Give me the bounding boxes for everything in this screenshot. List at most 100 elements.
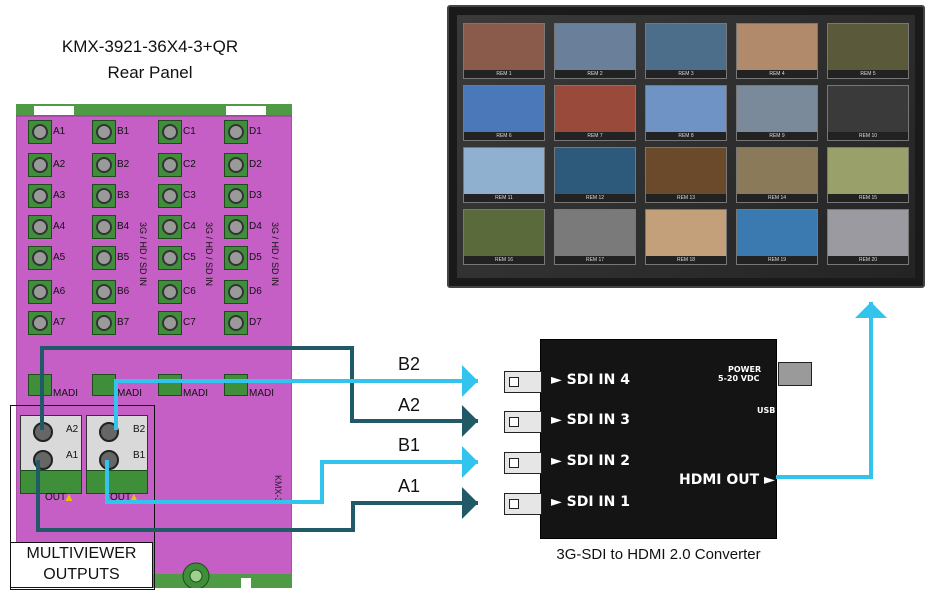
port-label: A4 [53,221,66,232]
converter-box [540,339,777,539]
cable-a1 [36,460,478,532]
cable-b1 [105,446,478,504]
bnc-jack-icon [96,157,112,173]
bnc-input-jack-icon [504,493,542,515]
bnc-pin-icon [509,377,519,387]
port-label: C4 [183,221,196,232]
monitor-tile: REM 1 [463,23,545,79]
output-b-base [86,470,148,494]
bnc-jack-icon [96,188,112,204]
bnc-input-port [158,153,182,177]
bnc-input-port [224,153,248,177]
monitor-tile-label: REM 17 [555,256,635,264]
bnc-input-port [158,311,182,335]
port-label: A7 [53,317,66,328]
monitor-tile: REM 8 [645,85,727,141]
monitor-tile: REM 7 [554,85,636,141]
bnc-input-port [92,184,116,208]
bnc-input-port [92,311,116,335]
monitor-tile-label: REM 5 [828,70,908,78]
output-b1-label: B1 [133,450,146,461]
power-voltage-label: 5-20 VDC [718,374,760,383]
monitor-tile-label: REM 20 [828,256,908,264]
multiviewer-label-box [10,542,153,588]
monitor-tile-label: REM 18 [646,256,726,264]
port-label: D7 [249,317,262,328]
monitor-tile-label: REM 11 [464,194,544,202]
panel-model-title: KMX-3921-36X4-3+QR [61,37,239,56]
monitor-tile-label: REM 8 [646,132,726,140]
bnc-jack-icon [228,219,244,235]
multiviewer-label-line1: MULTIVIEWER [26,545,137,562]
bnc-input-port [28,280,52,304]
bnc-jack-icon [228,188,244,204]
output-a2-label: A2 [66,424,79,435]
bnc-input-jack-icon [504,371,542,393]
port-label: B4 [117,221,130,232]
cable-label-a1: A1 [398,476,421,496]
bnc-jack-icon [228,124,244,140]
bnc-input-port [92,120,116,144]
cable-hdmi [776,302,887,479]
bnc-jack-icon [228,284,244,300]
bnc-jack-icon [162,157,178,173]
input-column-vertical-label: 3G / HD / SD IN [204,222,214,287]
output-b-out-label: OUT [110,492,132,503]
panel-subtitle: Rear Panel [107,63,193,82]
monitor-tile: REM 9 [736,85,818,141]
bnc-input-port [28,184,52,208]
bnc-input-port [224,215,248,239]
power-connector [778,362,812,386]
monitor-tile-label: REM 14 [737,194,817,202]
cable-label-b2: B2 [398,354,421,374]
bnc-jack-icon [228,315,244,331]
bnc-jack-icon [162,124,178,140]
bnc-pin-icon [509,499,519,509]
bnc-pin-icon [509,458,519,468]
monitor-tile-label: REM 2 [555,70,635,78]
warning-icon: ▲ [63,490,75,504]
port-label: D4 [249,221,262,232]
bnc-input-port [158,246,182,270]
port-label: C6 [183,286,196,297]
bnc-jack-icon [32,124,48,140]
monitor-tile-label: REM 16 [464,256,544,264]
output-a1-label: A1 [66,450,79,461]
bnc-input-port [158,120,182,144]
sdi-input-label: ► SDI IN 3 [551,412,630,428]
output-a-base [20,470,82,494]
monitor-tile: REM 2 [554,23,636,79]
port-label: B6 [117,286,130,297]
port-label: A5 [53,252,66,263]
monitor-tile-label: REM 1 [464,70,544,78]
monitor-tile: REM 10 [827,85,909,141]
bnc-jack-icon [162,284,178,300]
port-label: C7 [183,317,196,328]
monitor-tile-label: REM 12 [555,194,635,202]
monitor-tile: REM 17 [554,209,636,265]
warning-icon: ▲ [128,490,140,504]
power-label: POWER [728,365,762,374]
monitor-tile-label: REM 10 [828,132,908,140]
madi-label: MADI [117,388,142,399]
converter-caption: 3G-SDI to HDMI 2.0 Converter [556,546,761,563]
monitor-tile: REM 5 [827,23,909,79]
sdi-input-label: ► SDI IN 1 [551,494,630,510]
bnc-jack-icon [96,250,112,266]
port-label: A3 [53,190,66,201]
bnc-input-port [224,120,248,144]
port-label: C3 [183,190,196,201]
port-label: A2 [53,159,66,170]
madi-label: MADI [249,388,274,399]
monitor-tile-label: REM 15 [828,194,908,202]
bnc-jack-icon [32,188,48,204]
bnc-pin-icon [509,417,519,427]
port-label: D5 [249,252,262,263]
bnc-input-port [224,246,248,270]
bnc-jack-icon [162,188,178,204]
port-label: B3 [117,190,130,201]
monitor-tile: REM 6 [463,85,545,141]
